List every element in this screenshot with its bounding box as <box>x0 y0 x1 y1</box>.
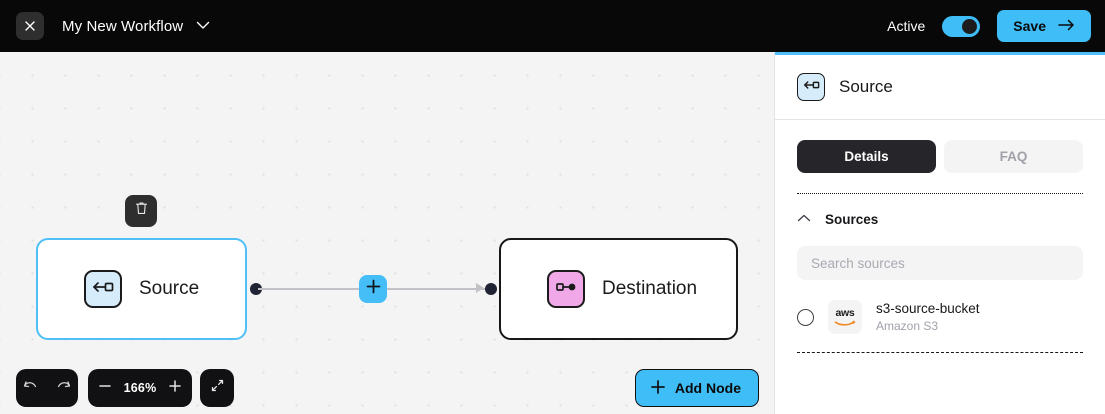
source-item-text: s3-source-bucket Amazon S3 <box>876 300 980 334</box>
history-toolbar <box>16 369 78 407</box>
aws-logo: aws <box>828 300 862 335</box>
workflow-canvas[interactable]: Source <box>0 52 774 414</box>
tab-details[interactable]: Details <box>797 140 936 173</box>
zoom-toolbar: 166% <box>88 369 192 407</box>
chevron-down-icon <box>196 17 210 35</box>
undo-button[interactable] <box>23 379 40 397</box>
plus-icon <box>650 379 666 398</box>
panel-title: Source <box>839 77 893 96</box>
source-radio[interactable] <box>797 308 814 326</box>
source-node-label: Source <box>139 278 200 299</box>
arrow-out-of-box-icon <box>803 78 820 96</box>
destination-input-port[interactable] <box>485 283 497 295</box>
editor-body: Source <box>0 52 1105 414</box>
top-bar-actions: Active Save <box>887 10 1091 42</box>
panel-tabs: Details FAQ <box>775 120 1105 173</box>
sources-list-divider <box>797 352 1083 354</box>
fit-screen-icon <box>210 378 225 398</box>
undo-icon <box>23 379 40 397</box>
close-button[interactable] <box>16 12 44 40</box>
source-list-item[interactable]: aws s3-source-bucket Amazon S3 <box>775 280 1105 335</box>
insert-node-button[interactable] <box>359 275 387 303</box>
destination-node-icon <box>547 270 585 308</box>
redo-icon <box>54 379 71 397</box>
redo-button[interactable] <box>54 379 71 397</box>
plus-icon <box>366 279 381 299</box>
canvas-node-destination[interactable]: Destination <box>499 238 738 340</box>
source-item-provider: Amazon S3 <box>876 319 939 334</box>
panel-divider <box>797 193 1083 194</box>
aws-swoosh-icon <box>834 320 856 326</box>
aws-logo-text: aws <box>835 307 855 320</box>
zoom-in-button[interactable] <box>168 379 182 398</box>
edge-arrow-icon <box>476 283 484 293</box>
active-label: Active <box>887 18 926 34</box>
close-icon <box>23 19 37 33</box>
save-button-label: Save <box>1013 18 1046 34</box>
minus-icon <box>98 379 112 398</box>
zoom-out-button[interactable] <box>98 379 112 398</box>
sources-section-header[interactable]: Sources <box>775 194 1105 228</box>
source-node-icon <box>84 270 122 308</box>
toggle-knob <box>962 18 978 34</box>
active-toggle[interactable] <box>942 15 981 37</box>
arrow-right-icon <box>1058 18 1075 34</box>
panel-header: Source <box>775 55 1105 120</box>
plus-icon <box>168 379 182 398</box>
save-button[interactable]: Save <box>997 10 1091 42</box>
node-to-dot-icon <box>555 280 577 299</box>
tab-faq[interactable]: FAQ <box>944 140 1083 173</box>
chevron-up-icon <box>797 210 811 228</box>
details-panel: Source Details FAQ Sources aws <box>774 52 1105 414</box>
workflow-title: My New Workflow <box>62 17 184 35</box>
zoom-level-value: 166% <box>123 381 157 395</box>
sources-section-title: Sources <box>825 211 879 227</box>
top-bar: My New Workflow Active Save <box>0 0 1105 52</box>
trash-icon <box>135 201 148 221</box>
source-output-port[interactable] <box>250 283 262 295</box>
add-node-button-label: Add Node <box>674 380 741 396</box>
fit-view-button[interactable] <box>200 369 234 407</box>
destination-node-label: Destination <box>602 278 698 299</box>
arrow-out-of-box-icon <box>92 279 114 300</box>
source-item-name: s3-source-bucket <box>876 301 980 316</box>
canvas-node-source[interactable]: Source <box>36 238 247 340</box>
delete-node-button[interactable] <box>125 195 157 227</box>
add-node-button[interactable]: Add Node <box>634 369 759 407</box>
workflow-title-dropdown[interactable] <box>196 17 210 35</box>
panel-accent-line <box>775 52 1105 55</box>
search-sources-input[interactable] <box>797 246 1083 280</box>
panel-source-icon <box>797 73 825 101</box>
